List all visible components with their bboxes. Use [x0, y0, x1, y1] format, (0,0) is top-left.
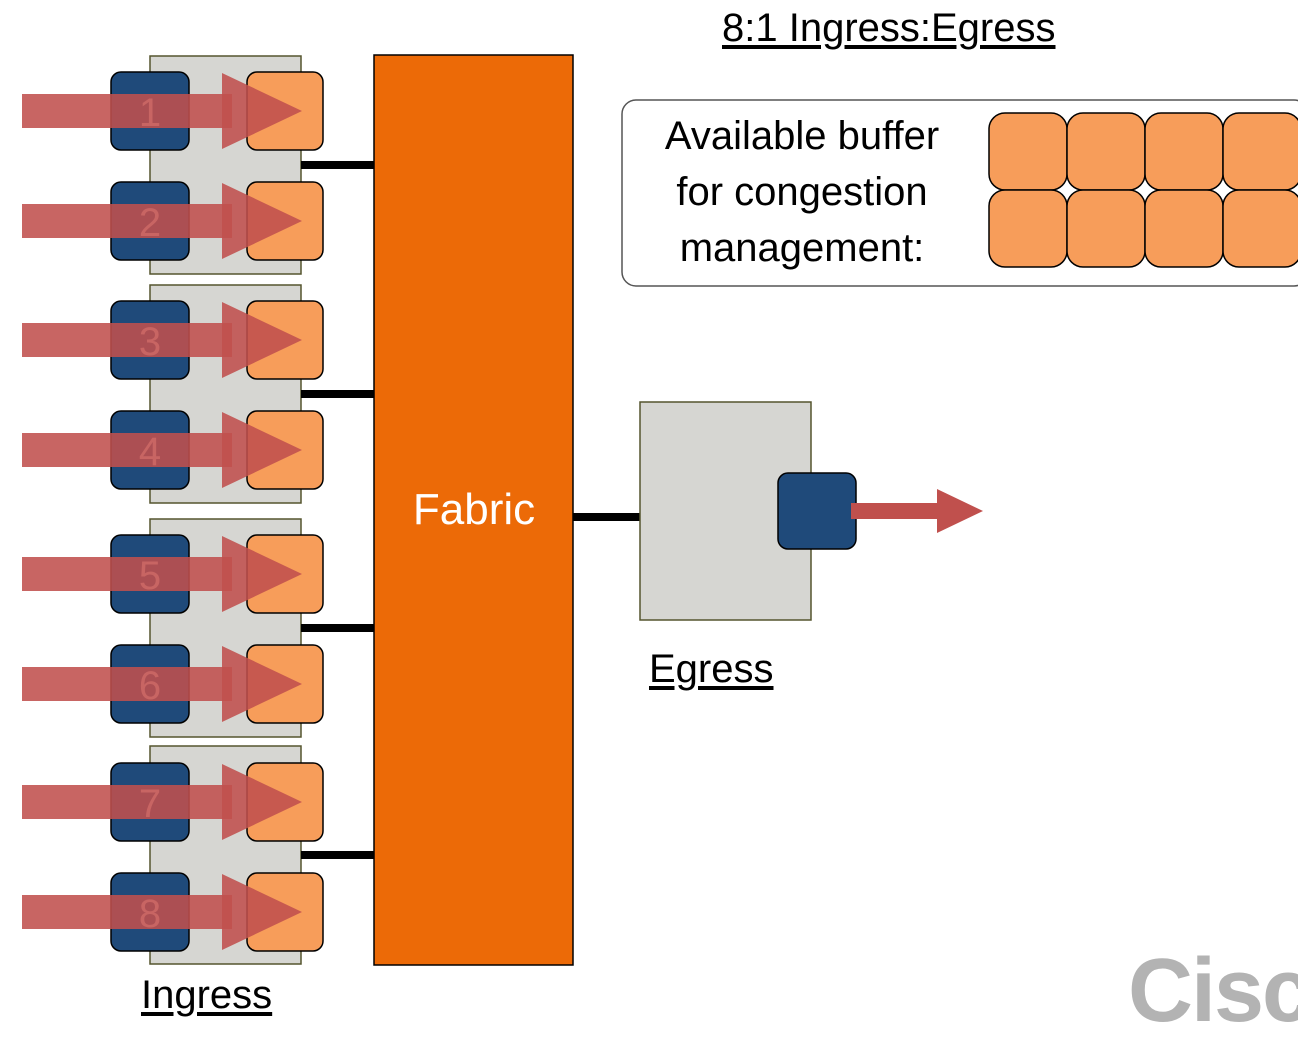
ingress-port-group: 6 [22, 644, 324, 724]
buffer-cell [988, 112, 1068, 191]
fabric-block [373, 54, 574, 966]
buffer-cell [1144, 112, 1224, 191]
cisco-logo: Cisc [1128, 941, 1298, 1041]
ingress-arrow-head [222, 183, 302, 259]
ingress-caption: Ingress [141, 973, 273, 1017]
ingress-arrow-head [222, 536, 302, 612]
ingress-arrow-head [222, 874, 302, 950]
ingress-arrow-shaft [22, 667, 232, 701]
ingress-port-group: 5 [22, 534, 324, 614]
ingress-port-group: 3 [22, 300, 324, 380]
buffer-line-3: management: [679, 226, 925, 270]
diagram-svg: 1 2 3 4 5 6 7 8 [22, 54, 1298, 966]
ingress-arrow-shaft [22, 785, 232, 819]
buffer-cell [1066, 112, 1146, 191]
buffer-cell [1144, 189, 1224, 268]
diagram-title: 8:1 Ingress:Egress [722, 6, 1056, 50]
egress-caption: Egress [649, 647, 774, 691]
fabric-label: Fabric [412, 485, 536, 534]
ingress-port-group: 8 [22, 872, 324, 952]
buffer-line-2: for congestion [676, 170, 928, 214]
egress-arrow-shaft [851, 503, 941, 519]
ingress-arrow-shaft [22, 323, 232, 357]
ingress-arrow-shaft [22, 433, 232, 467]
egress-port [777, 472, 857, 550]
buffer-cell [1222, 112, 1298, 191]
ingress-arrow-head [222, 412, 302, 488]
ingress-port-group: 2 [22, 181, 324, 261]
ingress-port-group: 1 [22, 71, 324, 151]
ingress-arrow-shaft [22, 895, 232, 929]
ingress-arrow-shaft [22, 94, 232, 128]
ingress-arrow-head [222, 302, 302, 378]
buffer-line-1: Available buffer [664, 114, 940, 158]
buffer-cell [1222, 189, 1298, 268]
buffer-cell [988, 189, 1068, 268]
ingress-arrow-head [222, 73, 302, 149]
ingress-arrow-head [222, 646, 302, 722]
diagram-canvas: 1 2 3 4 5 6 7 8 8:1 Ingress:Egress Available bu… [22, 6, 1298, 1041]
buffer-cell [1066, 189, 1146, 268]
ingress-arrow-shaft [22, 204, 232, 238]
ingress-port-group: 4 [22, 410, 324, 490]
buffer-description: Available buffer for congestion manageme… [624, 108, 980, 276]
ingress-arrow-head [222, 764, 302, 840]
egress-arrow-head [937, 489, 983, 533]
ingress-arrow-shaft [22, 557, 232, 591]
ingress-port-group: 7 [22, 762, 324, 842]
